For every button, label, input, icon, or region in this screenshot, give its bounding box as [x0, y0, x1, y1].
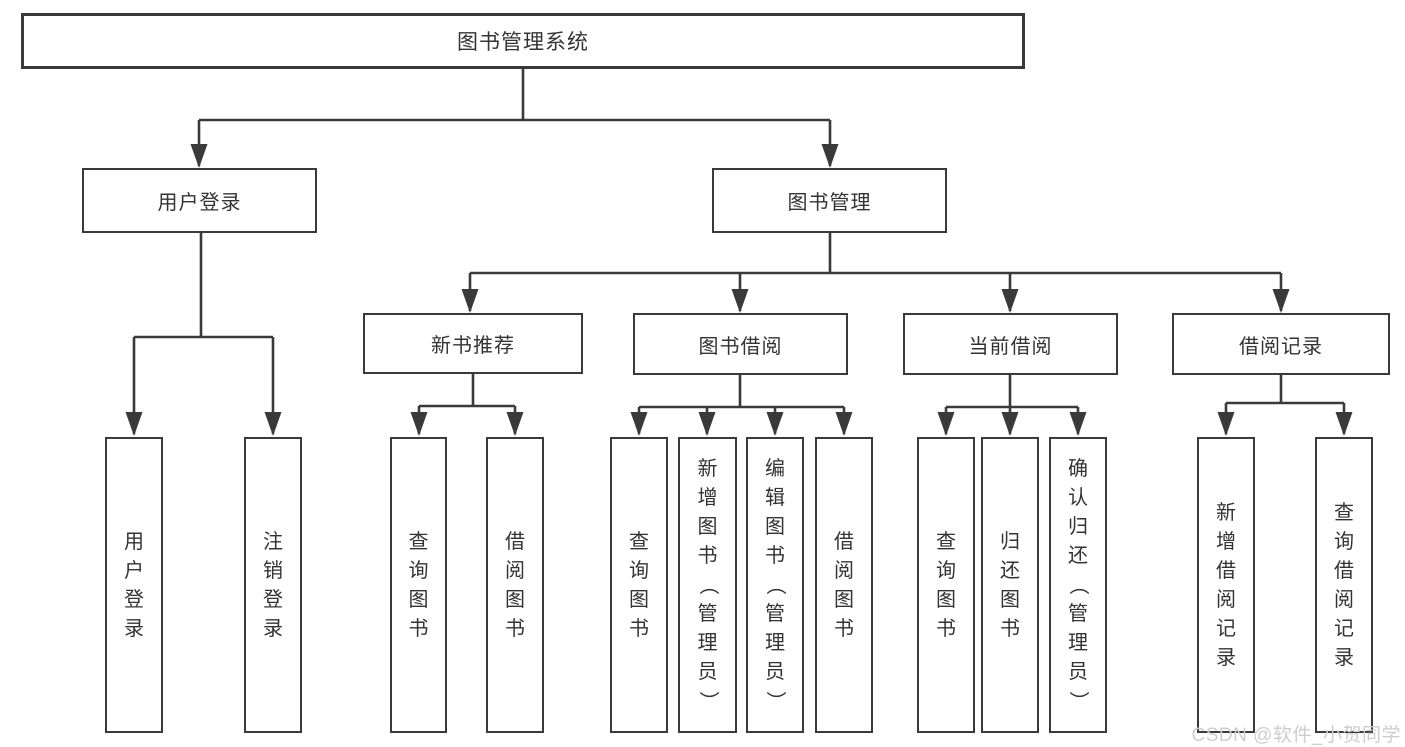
leaf-return-books-label: 归还图书 — [1000, 530, 1020, 640]
node-borrowing-records: 借阅记录 — [1172, 313, 1390, 375]
leaf-edit-book-admin: 编辑图书（管理员） — [746, 437, 804, 733]
leaf-borrow-books-borrowing-label: 借阅图书 — [834, 530, 854, 640]
node-library-system: 图书管理系统 — [21, 13, 1025, 69]
leaf-logout: 注销登录 — [244, 437, 302, 733]
leaf-borrow-books-recommend-label: 借阅图书 — [505, 530, 525, 640]
node-current-borrowing: 当前借阅 — [903, 313, 1118, 375]
leaf-add-borrow-record-label: 新增借阅记录 — [1216, 501, 1236, 669]
leaf-confirm-return-admin-label: 确认归还（管理员） — [1067, 458, 1089, 711]
leaf-query-books-recommend-label: 查询图书 — [408, 530, 429, 640]
node-new-book-recommendation: 新书推荐 — [363, 313, 583, 374]
leaf-query-books-current: 查询图书 — [917, 437, 975, 733]
node-user-login: 用户登录 — [82, 168, 317, 233]
leaf-query-books-borrowing: 查询图书 — [610, 437, 668, 733]
leaf-query-borrow-record-label: 查询借阅记录 — [1334, 501, 1354, 669]
leaf-query-borrow-record: 查询借阅记录 — [1315, 437, 1373, 733]
leaf-add-borrow-record: 新增借阅记录 — [1197, 437, 1255, 733]
leaf-return-books: 归还图书 — [981, 437, 1039, 733]
leaf-borrow-books-borrowing: 借阅图书 — [815, 437, 873, 733]
leaf-add-book-admin-label: 新增图书（管理员） — [696, 458, 719, 711]
leaf-logout-label: 注销登录 — [263, 530, 283, 640]
leaf-query-books-recommend: 查询图书 — [390, 437, 447, 733]
leaf-add-book-admin: 新增图书（管理员） — [678, 437, 737, 733]
leaf-query-books-current-label: 查询图书 — [936, 530, 956, 640]
leaf-user-login-label: 用户登录 — [124, 530, 144, 640]
arrowheads — [125, 144, 1353, 436]
leaf-query-books-borrowing-label: 查询图书 — [629, 530, 649, 640]
node-book-management: 图书管理 — [712, 168, 947, 233]
leaf-confirm-return-admin: 确认归还（管理员） — [1049, 437, 1107, 733]
leaf-edit-book-admin-label: 编辑图书（管理员） — [764, 458, 786, 711]
csdn-watermark: CSDN @软件_小贺同学 — [1191, 725, 1401, 746]
node-book-borrowing: 图书借阅 — [633, 313, 848, 375]
leaf-user-login: 用户登录 — [105, 437, 163, 733]
leaf-borrow-books-recommend: 借阅图书 — [486, 437, 544, 733]
